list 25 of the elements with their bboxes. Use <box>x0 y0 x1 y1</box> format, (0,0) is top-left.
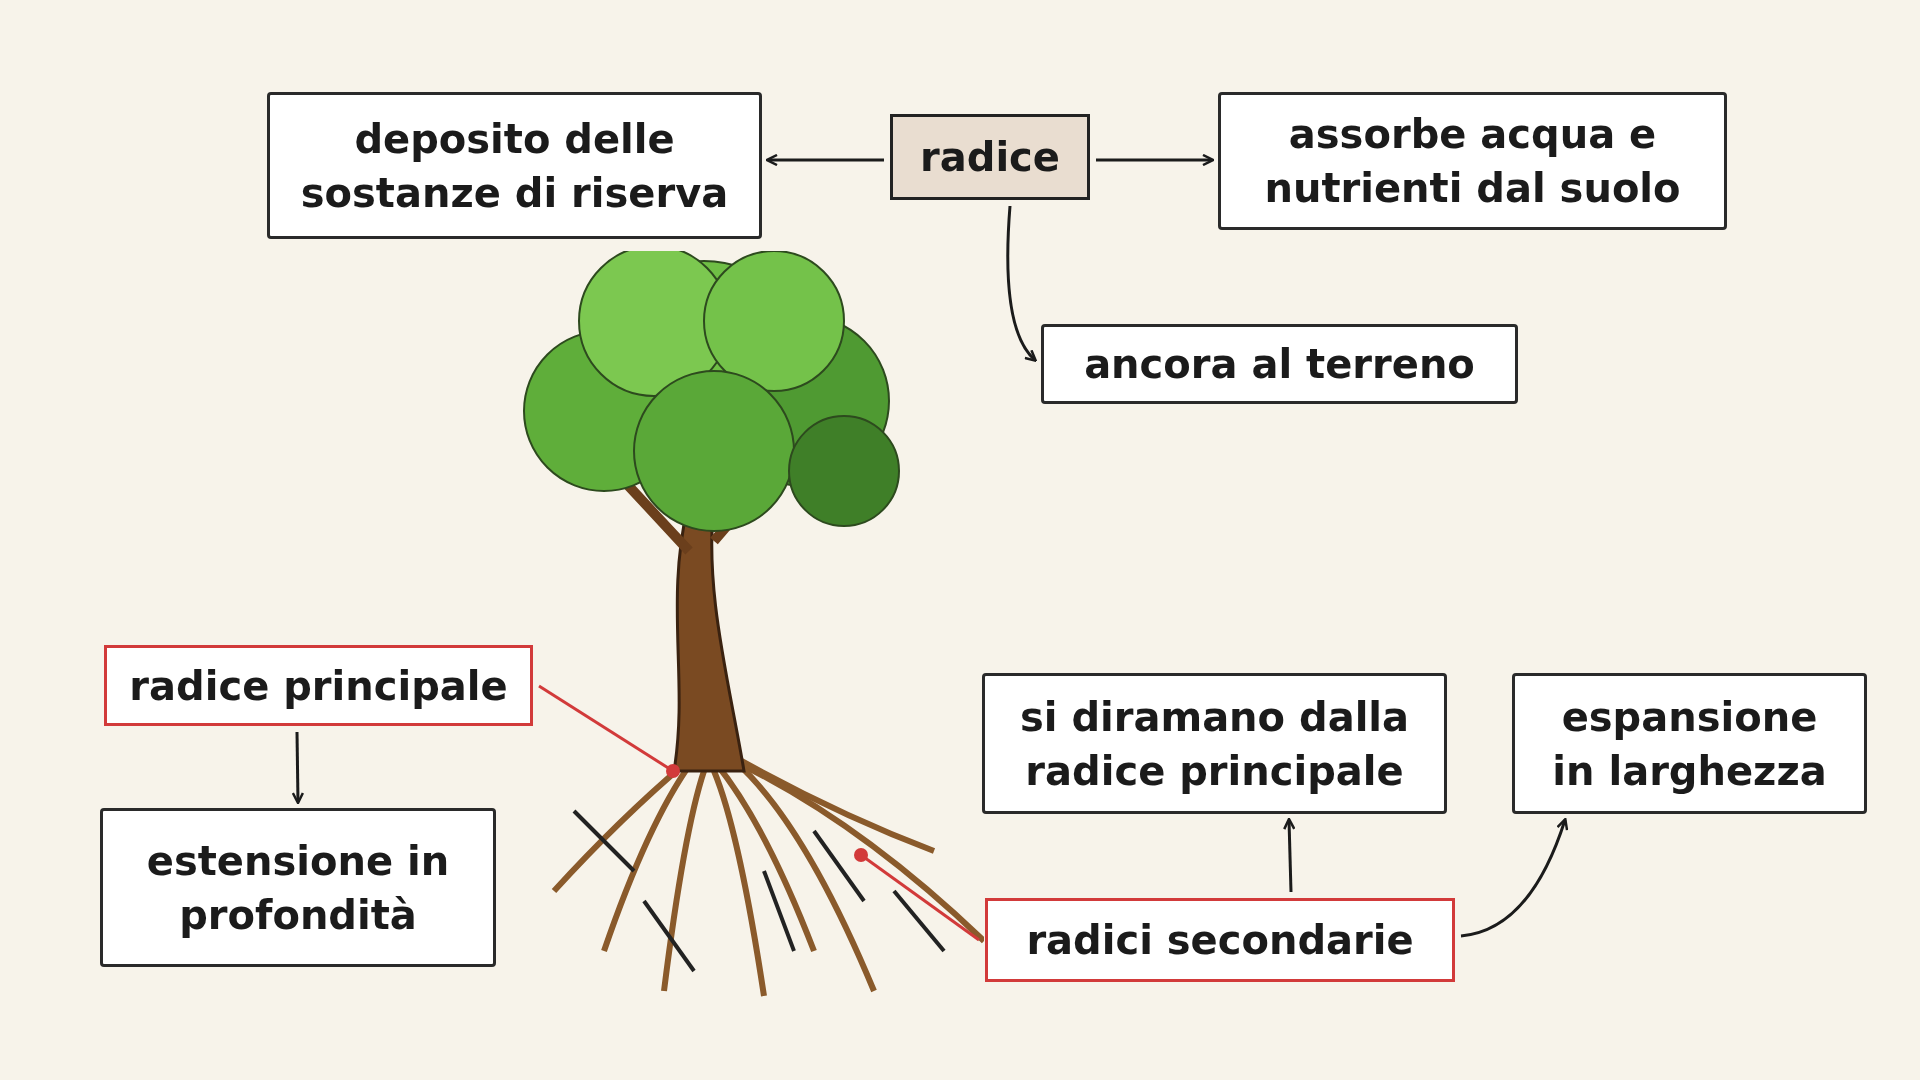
torn-paper-note <box>1041 324 1518 404</box>
label-box <box>104 645 533 726</box>
node-text: radice principale <box>129 661 508 711</box>
node-text: radice <box>920 133 1060 182</box>
torn-paper-note <box>1512 673 1867 814</box>
node-text: radici secondarie <box>1026 916 1414 965</box>
torn-paper-note <box>267 92 762 239</box>
arrow <box>1283 817 1296 893</box>
node-text: assorbe acqua e nutrienti dal suolo <box>1263 110 1682 213</box>
arrow <box>1006 205 1037 362</box>
leader-line <box>538 684 680 778</box>
arrow <box>765 153 884 167</box>
torn-paper-note <box>100 808 496 967</box>
node-text: estensione in profondità <box>145 836 451 940</box>
arrow <box>1460 817 1569 938</box>
label-box <box>985 898 1455 982</box>
torn-paper-note <box>982 673 1447 814</box>
node-text: deposito delle sostanze di riserva <box>299 114 730 218</box>
arrow <box>1096 153 1215 167</box>
arrow <box>291 731 305 805</box>
node-text: si diramano dalla radice principale <box>1018 692 1411 796</box>
topic-label <box>890 114 1090 200</box>
node-text: espansione in larghezza <box>1551 692 1828 796</box>
node-text: ancora al terreno <box>1084 340 1475 389</box>
torn-paper-note <box>1218 92 1727 230</box>
